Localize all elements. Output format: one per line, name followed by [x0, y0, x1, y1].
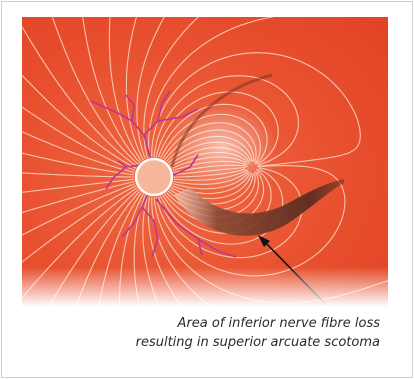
arcuate-band-upper [170, 73, 273, 168]
nerve-fibre-line [160, 168, 284, 245]
nerve-fibre-line [153, 75, 299, 166]
bottom-fade [22, 267, 388, 307]
nerve-fibre-line [108, 17, 142, 162]
nerve-fibre-line [22, 180, 135, 214]
nerve-fibre-line [155, 165, 346, 277]
nerve-fibre-line [22, 25, 138, 167]
figure-caption: Area of inferior nerve fibre loss result… [50, 314, 380, 352]
nerve-fibre-line [136, 17, 165, 160]
nerve-fibre-line [82, 17, 141, 164]
nerve-fibre-line [22, 185, 137, 263]
arcuate-highlight [167, 102, 277, 192]
nerve-fibre-loss-area [174, 179, 344, 236]
nerve-fibre-line [22, 106, 136, 171]
nerve-fibre-line [22, 152, 135, 176]
nerve-fibre-line [22, 74, 137, 169]
blood-vessels [89, 90, 237, 258]
retina-diagram [22, 17, 388, 307]
nerve-fibre-line [143, 17, 200, 159]
nerve-fibre-line [22, 178, 135, 193]
nerve-fibre-line [22, 183, 136, 236]
caption-line-2: resulting in superior arcuate scotoma [135, 335, 380, 350]
nerve-fibre-line [151, 52, 361, 167]
nerve-fibre-line [22, 131, 135, 174]
optic-disc-icon [134, 157, 174, 197]
nerve-fibre-line [157, 167, 303, 259]
caption-line-1: Area of inferior nerve fibre loss [177, 316, 380, 331]
nerve-fibre-line [51, 17, 139, 165]
nerve-fibre-line [125, 17, 144, 161]
nerve-fibre-line [148, 17, 275, 158]
